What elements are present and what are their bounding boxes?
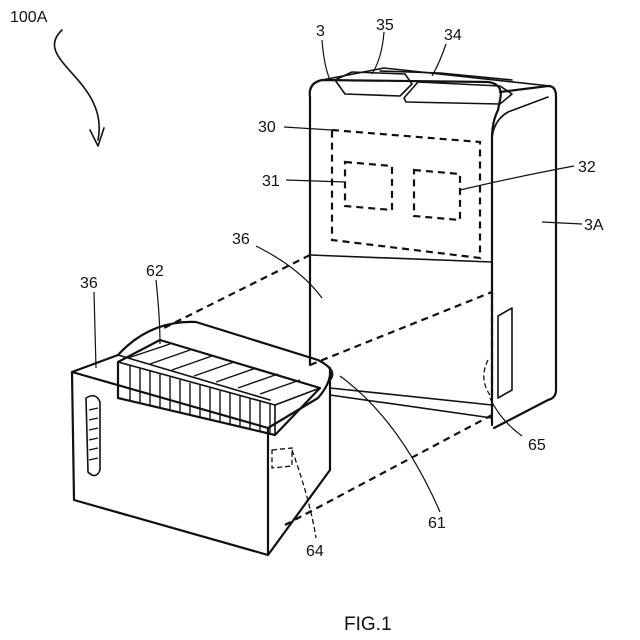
label-61: 61 [428,515,446,532]
part-31 [345,162,392,210]
main-body [310,68,556,428]
water-tank [72,322,332,555]
label-62: 62 [146,263,164,280]
label-31: 31 [262,173,280,190]
tank-bay [160,255,512,525]
part-65-outline [484,360,492,398]
label-tank-36: 36 [80,275,98,292]
label-32: 32 [578,159,596,176]
label-3A: 3A [584,217,604,234]
label-65: 65 [528,437,546,454]
leader-lines [94,32,582,538]
label-34: 34 [444,27,462,44]
label-body-3: 3 [316,23,325,40]
label-tank-opening-36: 36 [232,231,250,248]
filter-62 [118,340,320,435]
control-region-30 [332,130,480,258]
label-assembly: 100A [10,9,48,26]
top-panel-34 [404,82,512,104]
assembly-arrow [54,30,104,146]
part-64-outline [272,448,292,468]
part-32 [414,170,460,220]
label-64: 64 [306,543,324,560]
reference-labels: 100A 3 35 34 30 31 32 3A 36 36 62 61 64 … [10,9,604,635]
label-35: 35 [376,17,394,34]
figure-caption: FIG.1 [344,614,392,635]
label-30: 30 [258,119,276,136]
